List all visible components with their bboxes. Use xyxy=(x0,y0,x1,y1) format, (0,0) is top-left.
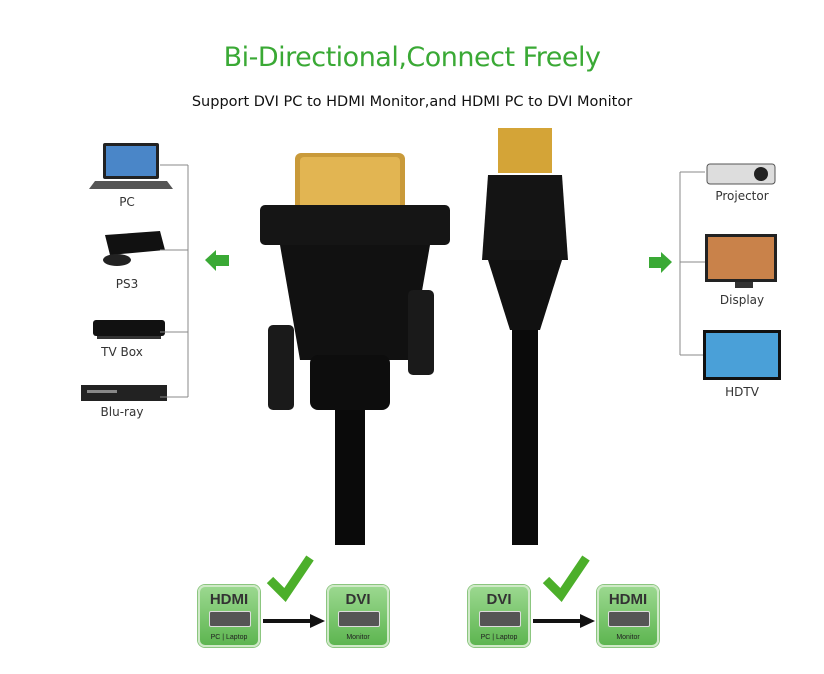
diagram-1-target-sub: Monitor xyxy=(346,634,370,641)
device-label-display: Display xyxy=(719,293,765,307)
diagram-1-target-box: DVI Monitor xyxy=(327,585,389,647)
diagram-2-source-box: DVI PC | Laptop xyxy=(468,585,530,647)
check-icon xyxy=(542,555,590,603)
dvi-port-icon xyxy=(479,611,521,627)
dvi-port-icon xyxy=(338,611,380,627)
arrow-right-icon xyxy=(533,614,595,628)
diagram-1-source-box: HDMI PC | Laptop xyxy=(198,585,260,647)
projector-icon xyxy=(706,163,776,185)
hdmi-port-icon xyxy=(209,611,251,627)
tv-icon xyxy=(703,330,781,380)
cable-graphic xyxy=(260,128,568,545)
monitor-icon xyxy=(705,234,777,288)
device-label-hdtv: HDTV xyxy=(725,385,759,399)
device-label-projector: Projector xyxy=(715,189,769,203)
bluray-player-icon xyxy=(81,385,167,401)
diagram-2-target-sub: Monitor xyxy=(616,634,640,641)
diagram-1-source-sub: PC | Laptop xyxy=(210,634,248,641)
check-icon xyxy=(266,555,314,603)
arrow-left-icon xyxy=(205,250,229,271)
device-label-ps3: PS3 xyxy=(115,277,139,291)
right-devices-graphic xyxy=(649,163,781,380)
tv-box-icon xyxy=(93,320,165,339)
device-label-tv-box: TV Box xyxy=(101,345,143,359)
game-console-icon xyxy=(103,231,165,266)
laptop-icon xyxy=(89,143,173,189)
subtitle: Support DVI PC to HDMI Monitor,and HDMI … xyxy=(191,94,633,110)
arrow-right-icon xyxy=(263,614,325,628)
device-label-pc: PC xyxy=(119,195,135,209)
device-label-bluray: Blu-ray xyxy=(100,405,144,419)
diagram-2-source-title: DVI xyxy=(486,591,512,608)
left-devices-graphic xyxy=(81,143,229,401)
diagram-2-source-sub: PC | Laptop xyxy=(480,634,518,641)
diagram-1-source-title: HDMI xyxy=(209,591,249,608)
diagram-2-target-title: HDMI xyxy=(608,591,648,608)
dvi-connector xyxy=(260,153,450,545)
diagram-1-target-title: DVI xyxy=(345,591,371,608)
title: Bi-Directional,Connect Freely xyxy=(223,42,601,73)
hdmi-connector xyxy=(482,128,568,545)
diagram-2-target-box: HDMI Monitor xyxy=(597,585,659,647)
diagram-arrows xyxy=(263,555,595,628)
arrow-right-icon xyxy=(649,252,672,273)
hdmi-port-icon xyxy=(608,611,650,627)
